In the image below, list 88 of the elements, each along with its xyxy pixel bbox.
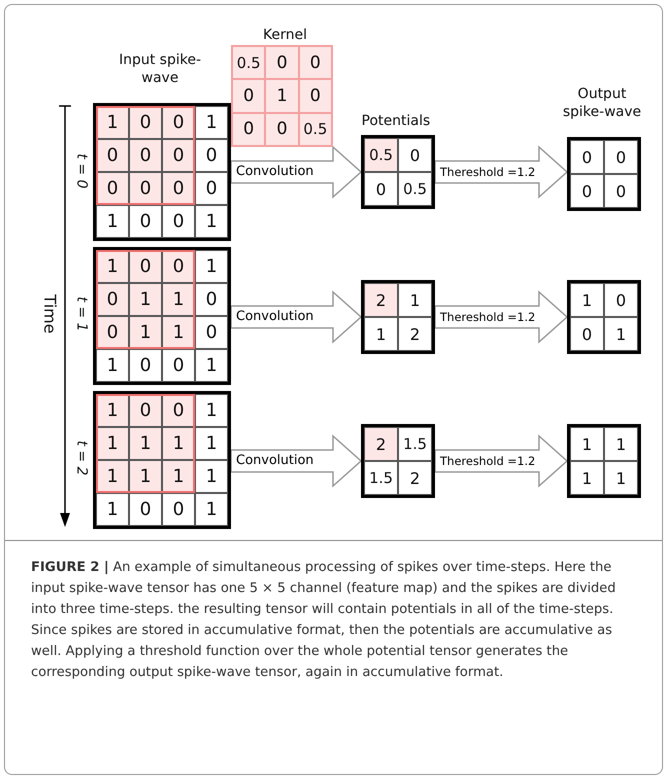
matrix-cell: 0.5 <box>398 172 432 206</box>
matrix-cell: 1 <box>604 427 638 461</box>
matrix-cell: 1.5 <box>398 427 432 461</box>
matrix-cell: 0 <box>265 112 299 146</box>
matrix-cell: 0.5 <box>232 46 266 80</box>
matrix-cell: 1 <box>162 283 195 316</box>
matrix-cell: 2 <box>364 283 398 317</box>
matrix-cell: 1 <box>195 205 228 238</box>
matrix-cell: 1 <box>195 493 228 526</box>
matrix-cell: 0 <box>570 174 604 208</box>
matrix-cell: 0.5 <box>298 112 332 146</box>
time-step-label: t = 2 <box>72 440 90 476</box>
matrix-cell: 1 <box>96 205 129 238</box>
matrix-cell: 1 <box>162 427 195 460</box>
matrix-cell: 2 <box>398 317 432 351</box>
heading: Input spike-wave <box>118 51 202 87</box>
matrix-cell: 1 <box>570 283 604 317</box>
matrix-cell: 0 <box>232 112 266 146</box>
matrix-cell: 0 <box>570 317 604 351</box>
matrix-cell: 1 <box>195 394 228 427</box>
matrix-cell: 0 <box>162 493 195 526</box>
matrix-cell: 1 <box>129 460 162 493</box>
axis-label: Time <box>40 294 58 334</box>
matrix-cell: 1 <box>570 427 604 461</box>
matrix-cell: 1 <box>570 461 604 495</box>
matrix-cell: 1 <box>96 349 129 382</box>
matrix-cell: 0 <box>129 172 162 205</box>
matrix-cell: 0 <box>96 139 129 172</box>
matrix-cell: 1 <box>129 283 162 316</box>
matrix-cell: 0 <box>162 205 195 238</box>
matrix-cell: 1 <box>96 427 129 460</box>
heading: Potentials <box>362 112 430 130</box>
matrix-cell: 0 <box>570 140 604 174</box>
matrix-cell: 0 <box>129 394 162 427</box>
matrix-cell: 0 <box>604 283 638 317</box>
matrix-cell: 1 <box>195 349 228 382</box>
matrix-cell: 1 <box>364 317 398 351</box>
matrix-cell: 0.5 <box>364 138 398 172</box>
heading: Kernel <box>263 26 307 44</box>
matrix-cell: 0 <box>129 349 162 382</box>
matrix-cell: 0 <box>604 140 638 174</box>
matrix-cell: 0 <box>129 493 162 526</box>
matrix-cell: 2 <box>364 427 398 461</box>
matrix-cell: 0 <box>298 46 332 80</box>
matrix-cell: 1 <box>129 316 162 349</box>
matrix-cell: 0 <box>162 139 195 172</box>
matrix-grid <box>361 424 435 498</box>
matrix-cell: 0 <box>195 139 228 172</box>
matrix-grid <box>93 103 231 241</box>
matrix-cell: 0 <box>232 79 266 113</box>
matrix-cell: 1 <box>604 317 638 351</box>
matrix-cell: 0 <box>162 349 195 382</box>
figure-caption: FIGURE 2 | An example of simultaneous processing of spikes over time-steps. Here the input spike-wave tensor has one 5 × 5 channel (feature map) and the spikes are divided into three time-steps. the resulting tensor will contain potentials in all of the time-steps. Since spikes are stored in accumulative format, then the potentials are accumulative as well. Applying a threshold function over the whole potential tensor generates the corresponding output spike-wave tensor, again in accumulative format. <box>31 559 617 682</box>
matrix-cell: 0 <box>129 205 162 238</box>
matrix-cell: 1 <box>195 427 228 460</box>
matrix-cell: 1 <box>265 79 299 113</box>
matrix-cell: 1 <box>96 493 129 526</box>
matrix-cell: 2 <box>398 461 432 495</box>
matrix-cell: 0 <box>364 172 398 206</box>
matrix-grid <box>361 135 435 209</box>
matrix-cell: 0 <box>129 106 162 139</box>
matrix-cell: 0 <box>195 316 228 349</box>
matrix-cell: 0 <box>96 283 129 316</box>
matrix-grid <box>361 280 435 354</box>
matrix-grid <box>567 424 641 498</box>
matrix-cell: 0 <box>298 79 332 113</box>
matrix-cell: 1 <box>195 106 228 139</box>
matrix-cell: 1.5 <box>364 461 398 495</box>
matrix-grid <box>93 247 231 385</box>
matrix-cell: 1 <box>129 427 162 460</box>
matrix-cell: 1 <box>195 460 228 493</box>
matrix-cell: 0 <box>129 250 162 283</box>
matrix-grid <box>231 45 333 147</box>
time-step-label: t = 1 <box>72 296 90 332</box>
matrix-cell: 0 <box>265 46 299 80</box>
matrix-cell: 0 <box>604 174 638 208</box>
matrix-cell: 1 <box>398 283 432 317</box>
matrix-grid <box>567 280 641 354</box>
heading: Output spike-wave <box>562 85 642 121</box>
matrix-cell: 0 <box>195 172 228 205</box>
matrix-cell: 1 <box>604 461 638 495</box>
matrix-grid <box>567 137 641 211</box>
matrix-cell: 0 <box>195 283 228 316</box>
matrix-cell: 0 <box>398 138 432 172</box>
time-step-label: t = 0 <box>72 153 90 189</box>
matrix-cell: 0 <box>129 139 162 172</box>
matrix-cell: 1 <box>195 250 228 283</box>
matrix-grid <box>93 391 231 529</box>
